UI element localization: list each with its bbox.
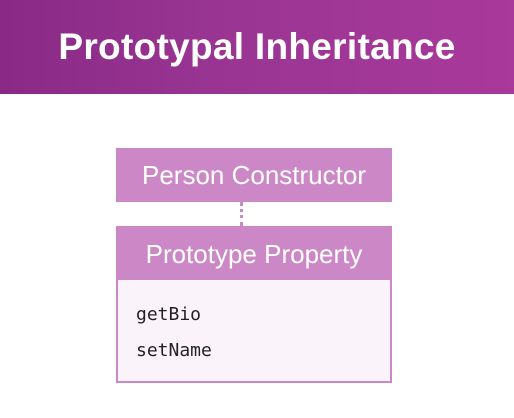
- slide-title: Prototypal Inheritance: [58, 26, 456, 67]
- dotted-connector: [240, 202, 243, 226]
- prototype-property-box: Prototype Property getBio setName: [116, 226, 392, 383]
- method-getbio: getBio: [136, 304, 202, 325]
- person-constructor-box: Person Constructor: [116, 148, 392, 202]
- title-banner: Prototypal Inheritance: [0, 0, 514, 94]
- method-setname: setName: [136, 340, 212, 361]
- prototype-property-header: Prototype Property: [118, 228, 390, 280]
- method-list: getBio setName: [118, 280, 390, 369]
